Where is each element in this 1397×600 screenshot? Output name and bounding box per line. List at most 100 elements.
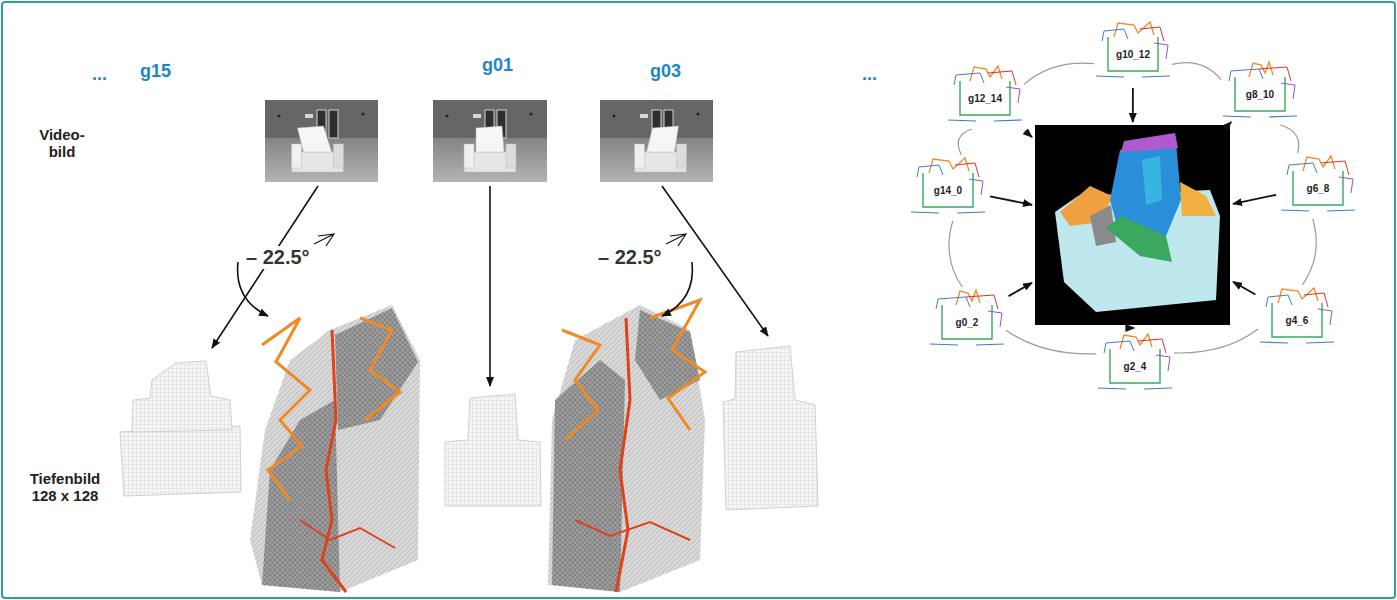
view-thumbnail: g10_12	[1094, 19, 1172, 85]
ring-connector	[1172, 63, 1221, 80]
room-floor	[433, 100, 547, 182]
view-label: g6_8	[1305, 183, 1332, 195]
angle-mark	[666, 234, 686, 246]
ring-connector	[1280, 125, 1298, 153]
outline-sketch	[1272, 303, 1322, 337]
chair-arm	[677, 144, 687, 168]
view-thumbnail: g6_8	[1279, 153, 1357, 219]
ellipsis: ...	[92, 64, 107, 85]
model-face	[1106, 216, 1172, 262]
angle-label: – 22.5°	[596, 246, 664, 269]
merge-arrow	[1233, 195, 1276, 204]
view-label: g0_2	[954, 317, 981, 329]
outline-sketch	[930, 344, 1004, 345]
outline-sketch	[917, 165, 943, 177]
outline-sketch	[1140, 27, 1164, 41]
video-frame: g15	[265, 100, 378, 182]
mesh-3d	[548, 300, 705, 592]
outline-sketch	[1281, 210, 1355, 211]
outline-sketch	[969, 179, 983, 195]
contour-line	[616, 318, 630, 592]
ring-connector	[1006, 330, 1096, 354]
outline-sketch	[1266, 295, 1292, 307]
outline-sketch	[1281, 83, 1295, 99]
depth-chair	[132, 361, 232, 432]
wall-dot	[446, 115, 449, 118]
room-floor	[600, 100, 713, 182]
outline-sketch	[1318, 309, 1332, 325]
outline-sketch	[1096, 76, 1170, 77]
ring-connector	[949, 221, 962, 287]
wall-dot	[613, 115, 616, 118]
wall-sign	[473, 114, 481, 118]
model-face	[1142, 156, 1162, 205]
outline-sketch	[923, 173, 973, 207]
contour-line	[262, 318, 310, 500]
view-thumbnail: g8_10	[1221, 59, 1299, 125]
flow-arrow	[489, 186, 491, 386]
merge-arrow	[1132, 88, 1134, 122]
chair-arm	[635, 144, 645, 168]
view-thumbnail: g14_0	[909, 155, 987, 221]
mesh-surface	[548, 305, 705, 592]
chair-back	[647, 126, 679, 152]
depth-chair	[445, 394, 541, 506]
chair-back	[476, 126, 504, 152]
mesh-surface	[250, 305, 420, 592]
ring-connector	[1174, 329, 1258, 353]
outline-sketch	[1293, 171, 1343, 205]
view-heading: g03	[650, 62, 681, 82]
outline-sketch	[1110, 349, 1160, 383]
outline-sketch	[1154, 43, 1168, 59]
outline-sketch	[911, 212, 985, 213]
mesh-shadow	[552, 360, 625, 592]
ring-connector	[958, 129, 971, 155]
outline-sketch	[1138, 339, 1166, 353]
mesh-shadow	[335, 308, 418, 430]
wall-dot	[278, 115, 281, 118]
merge-arrows	[990, 88, 1276, 328]
outline-sketch	[1259, 67, 1291, 81]
door	[329, 110, 338, 138]
merge-arrow	[1009, 283, 1032, 296]
outline-sketch	[954, 73, 984, 85]
model-face	[1121, 133, 1178, 152]
merged-model	[1035, 125, 1230, 325]
outline-sketch	[1006, 87, 1020, 103]
node-drawing	[265, 100, 378, 182]
view-label: g12_14	[966, 93, 1004, 105]
view-label: g8_10	[1244, 89, 1276, 101]
outline-sketch	[1098, 388, 1172, 389]
video-frame: g01	[433, 100, 547, 182]
chair-back	[298, 126, 332, 152]
contour-line	[322, 330, 346, 592]
outline-sketch	[1235, 77, 1285, 111]
wall-dot	[530, 113, 533, 116]
view-heading: g15	[140, 62, 171, 82]
outline-sketch	[1339, 177, 1353, 193]
angle-label: – 22.5°	[244, 246, 312, 269]
flow-arrow	[212, 186, 318, 348]
rotation-arrow	[662, 262, 692, 316]
outline-sketch	[1223, 116, 1297, 117]
outline-sketch	[1260, 342, 1334, 343]
view-label: g4_6	[1284, 315, 1311, 327]
wall-dot	[362, 113, 365, 116]
chair-arm	[334, 144, 344, 168]
ellipsis: ...	[862, 64, 877, 85]
outline-sketch	[988, 71, 1016, 85]
view-label: g10_12	[1114, 49, 1152, 61]
node-drawing	[433, 100, 547, 182]
mesh-3d	[250, 305, 420, 592]
wall-sign	[305, 114, 313, 118]
view-thumbnail: g2_4	[1096, 331, 1174, 397]
flow-arrow	[662, 186, 768, 336]
depth-chair	[723, 346, 818, 510]
outline-sketch	[948, 120, 1022, 121]
merge-arrow	[990, 196, 1032, 204]
depth-image	[723, 346, 818, 510]
